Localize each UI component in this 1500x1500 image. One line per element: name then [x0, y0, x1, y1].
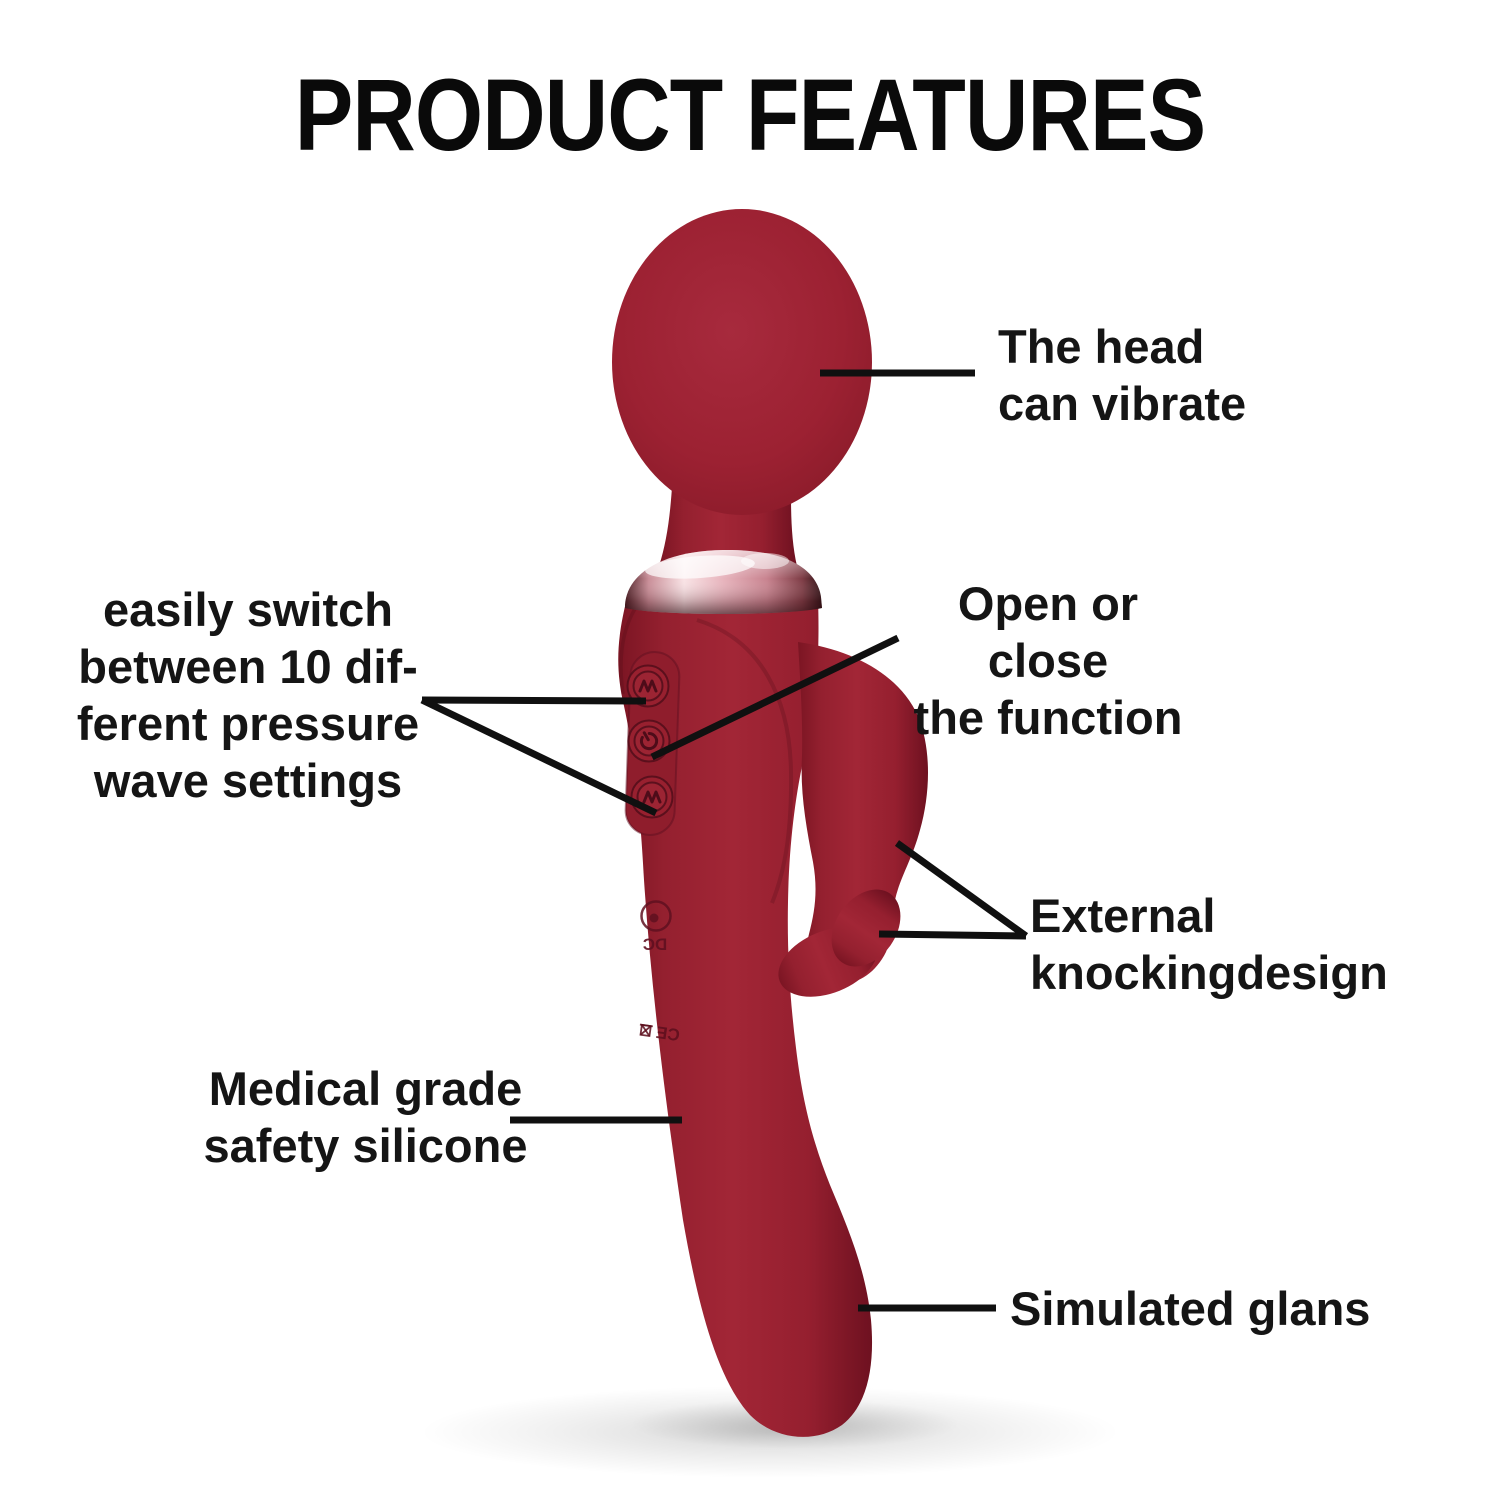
callout-lines	[420, 369, 1029, 1312]
callout-line-knocking-upper	[894, 840, 1029, 939]
dc-port-pin	[649, 913, 659, 923]
callout-power-label: Open or close the function	[893, 575, 1203, 746]
label-line: External	[1030, 889, 1216, 942]
vibration-wave-icon	[642, 790, 662, 804]
arm-finger-rear	[831, 889, 901, 967]
collar-highlight-small	[741, 553, 789, 569]
label-line: knockingdesign	[1030, 946, 1388, 999]
collar-highlight	[645, 555, 755, 579]
power-icon-bar	[642, 731, 650, 742]
label-line: easily switch	[103, 583, 393, 636]
dc-charging-port: DC	[640, 900, 672, 954]
weee-bin-icon	[639, 1023, 653, 1038]
callout-line-power	[650, 634, 900, 761]
label-line: The head	[998, 320, 1205, 373]
callout-pressure-modes-label: easily switch between 10 dif- ferent pre…	[52, 581, 444, 809]
callout-knocking-label: External knockingdesign	[1030, 887, 1388, 1001]
ce-mark-label: CE	[655, 1023, 681, 1045]
callout-line-knocking-lower	[878, 930, 1027, 940]
certification-marking: CE	[639, 1023, 681, 1045]
body-seam	[696, 618, 794, 904]
callout-silicone-label: Medical grade safety silicone	[178, 1060, 553, 1174]
wand-head	[612, 209, 872, 515]
knocking-arm	[798, 642, 928, 984]
page-title: PRODUCT FEATURES	[294, 58, 1206, 172]
label-line: safety silicone	[203, 1119, 528, 1172]
label-line: Medical grade	[208, 1062, 523, 1115]
label-line: Open or close	[957, 577, 1139, 687]
label-line: ferent pressure	[76, 697, 420, 750]
label-line: between 10 dif-	[78, 640, 418, 693]
label-line: wave settings	[93, 754, 403, 807]
label-line: can vibrate	[998, 377, 1247, 430]
callout-line-modes-top	[421, 696, 647, 705]
label-line: the function	[913, 691, 1183, 744]
wand-shaft	[618, 598, 873, 1437]
vibration-wave-icon	[638, 679, 658, 693]
mode-button-up	[626, 664, 670, 708]
callout-line-modes-bottom	[420, 696, 658, 817]
power-icon	[639, 731, 659, 751]
callout-glans-label: Simulated glans	[1010, 1280, 1370, 1337]
callout-head-label: The head can vibrate	[998, 318, 1246, 432]
dc-port-label: DC	[643, 935, 668, 954]
dc-port-ring	[640, 900, 672, 932]
label-line: Simulated glans	[1010, 1282, 1371, 1335]
